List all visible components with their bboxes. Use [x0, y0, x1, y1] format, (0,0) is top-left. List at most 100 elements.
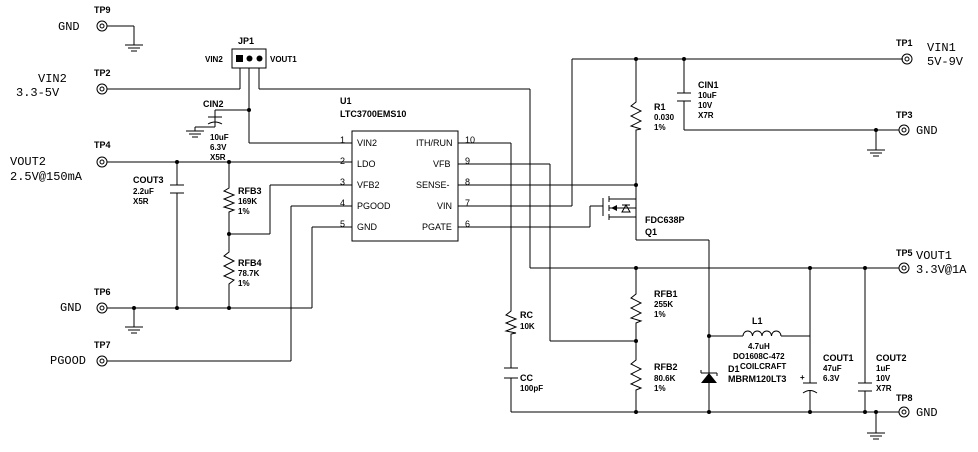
rc-resistor: RC 10K	[504, 307, 535, 335]
wires	[107, 58, 903, 433]
svg-text:6.3V: 6.3V	[823, 374, 840, 383]
r1-ref: R1	[654, 102, 666, 112]
vout1-spec-label: 3.3V@1A	[916, 263, 967, 277]
u1-ref: U1	[340, 96, 352, 106]
svg-text:169K: 169K	[238, 197, 257, 206]
svg-text:1%: 1%	[654, 310, 666, 319]
ground-symbol	[867, 149, 885, 157]
jp1-pin3	[256, 55, 263, 62]
jp1-pin2	[246, 55, 253, 62]
jp1-jumper: JP1 VIN2 VOUT1	[205, 36, 297, 69]
svg-text:10V: 10V	[698, 101, 713, 110]
svg-text:4.7uH: 4.7uH	[748, 342, 770, 351]
u1-pin3-name: VFB2	[357, 180, 380, 190]
jp1-pin1	[236, 55, 243, 62]
cin1-capacitor: CIN1 10uF 10V X7R	[677, 80, 719, 120]
pgood-net-label: PGOOD	[50, 354, 86, 368]
svg-text:X7R: X7R	[876, 384, 892, 393]
tp4-testpoint: TP4 VOUT2 2.5V@150mA	[10, 140, 111, 184]
svg-text:100pF: 100pF	[520, 384, 543, 393]
svg-text:10V: 10V	[876, 374, 891, 383]
d1-diode: D1 MBRM120LT3	[700, 364, 786, 384]
u1-pin1-name: VIN2	[357, 138, 377, 148]
vin1-range-label: 5V-9V	[927, 55, 964, 69]
u1-pin7-num: 7	[465, 198, 470, 208]
svg-text:255K: 255K	[654, 300, 673, 309]
tp8-net-label: GND	[916, 406, 938, 420]
rfb1-ref: RFB1	[654, 289, 678, 299]
cout3-ref: COUT3	[133, 175, 164, 185]
cout2-ref: COUT2	[876, 353, 907, 363]
svg-text:47uF: 47uF	[823, 364, 842, 373]
cout2-capacitor: COUT2 1uF 10V X7R	[858, 353, 907, 393]
ground-symbol	[186, 127, 204, 138]
tp8-label: TP8	[896, 393, 913, 403]
u1-pin10-num: 10	[465, 135, 475, 145]
ground-symbol	[125, 326, 143, 334]
jp1-left-label: VIN2	[205, 55, 223, 64]
svg-text:10uF: 10uF	[210, 133, 229, 142]
tp9-net-label: GND	[58, 20, 80, 34]
rfb4-resistor: RFB4 78.7K 1%	[222, 248, 262, 288]
jp1-right-label: VOUT1	[270, 55, 297, 64]
tp2-testpoint: TP2 VIN2 3.3-5V	[16, 68, 111, 100]
vin2-label: VIN2	[38, 72, 67, 86]
vout1-label: VOUT1	[916, 249, 952, 263]
rfb3-resistor: RFB3 169K 1%	[222, 185, 262, 216]
tp1-testpoint: TP1 VIN1 5V-9V	[896, 38, 964, 69]
rfb1-resistor: RFB1 255K 1%	[629, 289, 678, 325]
svg-text:10K: 10K	[520, 322, 535, 331]
tp3-label: TP3	[896, 110, 913, 120]
jp1-ref: JP1	[238, 36, 254, 46]
svg-text:1uF: 1uF	[876, 364, 890, 373]
svg-text:COILCRAFT: COILCRAFT	[740, 362, 786, 371]
tp6-circle	[96, 302, 108, 314]
tp2-circle	[96, 83, 108, 95]
svg-text:+: +	[800, 373, 805, 382]
svg-text:1%: 1%	[238, 279, 250, 288]
junction-dots	[132, 57, 878, 414]
tp9-label: TP9	[94, 5, 111, 15]
u1-pin5-num: 5	[340, 219, 345, 229]
d1-part: MBRM120LT3	[728, 374, 786, 384]
q1-part: FDC638P	[645, 215, 685, 225]
ground-symbol	[125, 44, 143, 52]
svg-text:1%: 1%	[654, 384, 666, 393]
u1-pin1-num: 1	[340, 135, 345, 145]
q1-ref: Q1	[645, 227, 657, 237]
rfb4-ref: RFB4	[238, 258, 262, 268]
tp3-net-label: GND	[916, 124, 938, 138]
vout2-label: VOUT2	[10, 155, 46, 169]
tp6-label: TP6	[94, 287, 111, 297]
u1-ic: U1 LTC3700EMS10 1 VIN2 2 LDO 3 VFB2 4 PG…	[340, 96, 475, 242]
l1-ref: L1	[752, 316, 763, 326]
tp1-label: TP1	[896, 38, 913, 48]
u1-pin9-num: 9	[465, 156, 470, 166]
cout1-ref: COUT1	[823, 353, 854, 363]
cin1-ref: CIN1	[698, 80, 719, 90]
u1-pin4-num: 4	[340, 198, 345, 208]
tp3-testpoint: TP3 GND	[896, 110, 938, 138]
cout1-capacitor: + COUT1 47uF 6.3V	[800, 353, 854, 394]
tp2-label: TP2	[94, 68, 111, 78]
tp4-label: TP4	[94, 140, 111, 150]
cout3-capacitor: COUT3 2.2uF X5R	[133, 175, 184, 206]
u1-pin10-name: ITH/RUN	[416, 138, 453, 148]
svg-text:X7R: X7R	[698, 111, 714, 120]
tp7-testpoint: TP7 PGOOD	[50, 340, 111, 368]
vin1-label: VIN1	[927, 41, 956, 55]
u1-body	[351, 130, 459, 242]
u1-pin7-name: VIN	[437, 201, 452, 211]
cc-ref: CC	[520, 373, 533, 383]
tp7-label: TP7	[94, 340, 111, 350]
u1-pin2-num: 2	[340, 156, 345, 166]
vout2-spec-label: 2.5V@150mA	[10, 170, 83, 184]
tp6-net-label: GND	[60, 301, 82, 315]
tp8-testpoint: TP8 GND	[896, 393, 938, 420]
u1-pin2-name: LDO	[357, 159, 376, 169]
svg-text:X5R: X5R	[133, 197, 149, 206]
svg-text:2.2uF: 2.2uF	[133, 187, 154, 196]
u1-pin3-num: 3	[340, 177, 345, 187]
tp7-circle	[96, 355, 108, 367]
tp5-label: TP5	[896, 248, 913, 258]
